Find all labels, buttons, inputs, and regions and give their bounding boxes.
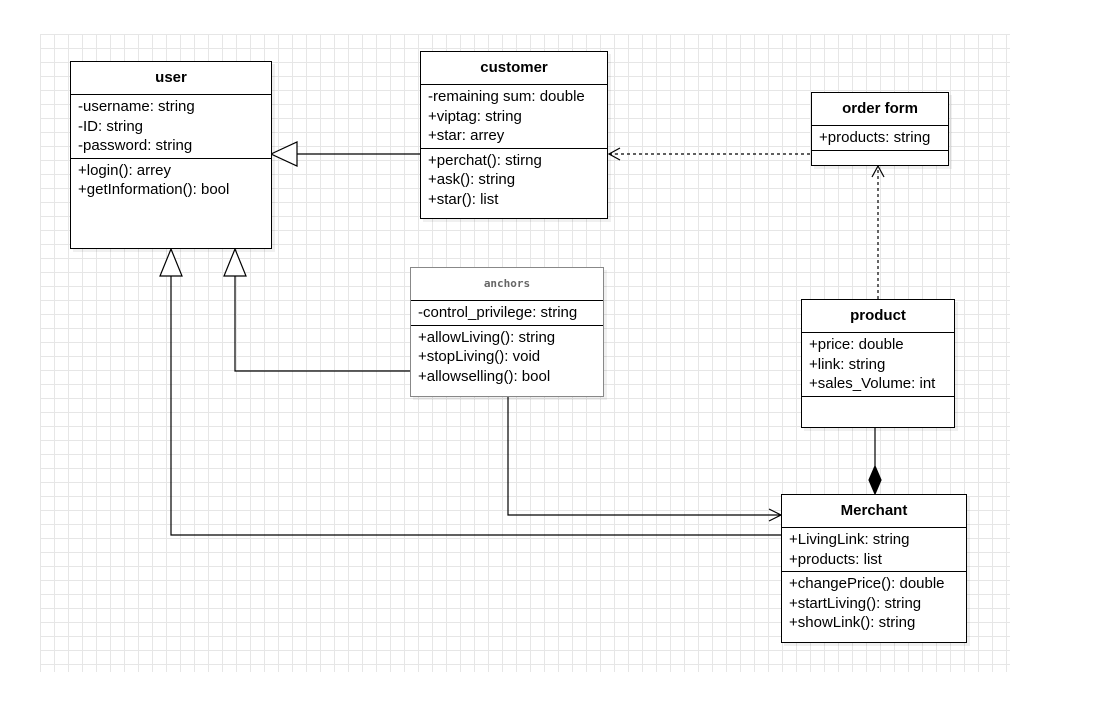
method: +showLink(): string [789, 614, 916, 631]
composition-diamond-icon [868, 464, 882, 496]
class-user-attributes: -username: string -ID: string -password:… [71, 95, 271, 159]
association-anchors-merchant-line [507, 397, 781, 516]
attribute: -remaining sum: double [428, 88, 585, 105]
attribute: +products: list [789, 550, 882, 568]
open-arrowhead-icon [607, 147, 621, 161]
method: +star(): list [428, 190, 499, 208]
class-user[interactable]: user -username: string -ID: string -pass… [70, 61, 272, 249]
attribute: +link: string [809, 355, 886, 373]
class-anchors[interactable]: anchors -control_privilege: string +allo… [410, 267, 604, 397]
generalization-arrowhead-icon [159, 247, 183, 277]
class-order-form-methods [812, 151, 948, 158]
attribute: -ID: string [78, 117, 144, 135]
method: +stopLiving(): void [418, 348, 541, 365]
class-user-methods: +login(): arrey +getInformation(): bool [71, 159, 271, 202]
method: +getInformation(): bool [78, 181, 230, 198]
class-customer-attributes: -remaining sum: double +viptag: string +… [421, 85, 607, 149]
open-arrowhead-icon [871, 164, 885, 178]
class-anchors-attributes: -control_privilege: string [411, 301, 603, 326]
class-merchant[interactable]: Merchant +LivingLink: string +products: … [781, 494, 967, 643]
attribute: +price: double [809, 336, 904, 353]
class-product-name: product [802, 300, 954, 333]
attribute: +LivingLink: string [789, 531, 910, 548]
generalization-anchors-user-line [234, 276, 411, 372]
class-merchant-attributes: +LivingLink: string +products: list [782, 528, 966, 572]
class-product-attributes: +price: double +link: string +sales_Volu… [802, 333, 954, 397]
class-customer-methods: +perchat(): stirng +ask(): string +star(… [421, 149, 607, 212]
class-product[interactable]: product +price: double +link: string +sa… [801, 299, 955, 428]
method: +login(): arrey [78, 161, 171, 179]
method: +ask(): string [428, 171, 516, 188]
method: +allowLiving(): string [418, 328, 556, 346]
class-anchors-name: anchors [411, 268, 603, 301]
class-customer[interactable]: customer -remaining sum: double +viptag:… [420, 51, 608, 219]
class-customer-name: customer [421, 52, 607, 85]
method: +startLiving(): string [789, 594, 922, 612]
attribute: +viptag: string [428, 107, 522, 125]
attribute: +sales_Volume: int [809, 375, 936, 392]
class-product-methods [802, 397, 954, 419]
class-merchant-name: Merchant [782, 495, 966, 528]
attribute: -control_privilege: string [418, 304, 578, 321]
generalization-arrowhead-icon [269, 141, 298, 167]
class-order-form-name: order form [812, 93, 948, 126]
method: +allowselling(): bool [418, 367, 551, 385]
generalization-merchant-user-line [170, 276, 781, 536]
generalization-arrowhead-icon [223, 247, 247, 277]
class-merchant-methods: +changePrice(): double +startLiving(): s… [782, 572, 966, 635]
class-user-name: user [71, 62, 271, 95]
method: +perchat(): stirng [428, 151, 542, 169]
attribute: -username: string [78, 98, 195, 115]
class-anchors-methods: +allowLiving(): string +stopLiving(): vo… [411, 326, 603, 389]
attribute: +products: string [819, 129, 931, 146]
class-order-form[interactable]: order form +products: string [811, 92, 949, 166]
class-order-form-attributes: +products: string [812, 126, 948, 151]
method: +changePrice(): double [789, 575, 945, 592]
attribute: +star: arrey [428, 127, 505, 144]
attribute: -password: string [78, 137, 193, 154]
